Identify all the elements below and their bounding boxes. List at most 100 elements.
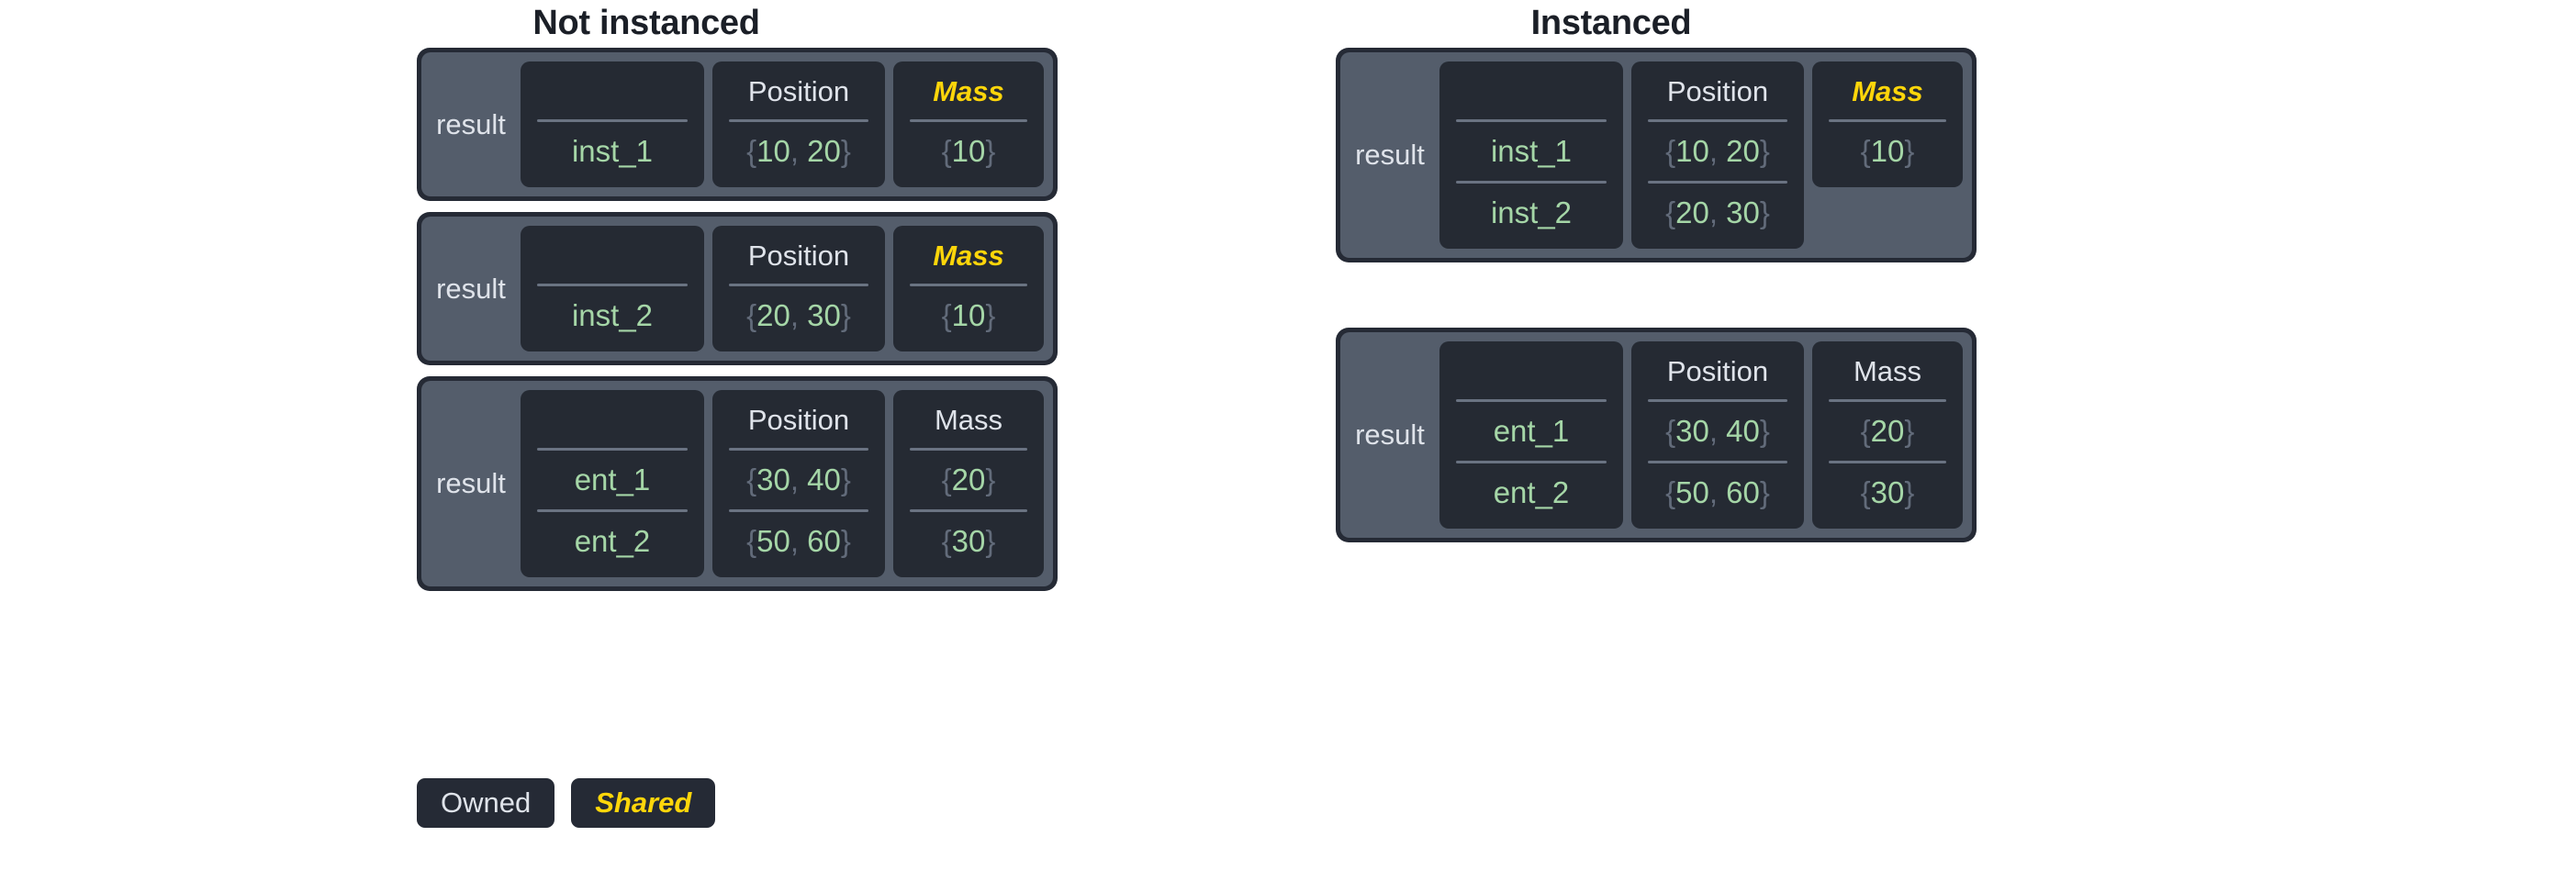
table-cell: {20, 30} <box>1665 195 1770 229</box>
table-cell: ent_1 <box>574 463 651 496</box>
entity-table: result inst_1 inst_2 Position {10, 20} {20, … <box>1336 48 1977 262</box>
row-divider <box>1648 181 1787 184</box>
row-divider <box>910 119 1027 122</box>
column-header <box>1452 351 1610 393</box>
row-divider <box>729 119 868 122</box>
table-columns: inst_1 Position {10, 20} Mass {10} <box>521 52 1053 196</box>
row-divider <box>537 448 688 451</box>
table-columns: inst_2 Position {20, 30} Mass {10} <box>521 217 1053 361</box>
row-divider <box>1456 181 1607 184</box>
row-divider <box>1648 119 1787 122</box>
row-divider <box>729 509 868 512</box>
column-header: Position <box>747 240 850 272</box>
table-cell: ent_1 <box>1493 414 1570 448</box>
table-column: Position {10, 20} <box>712 61 885 187</box>
table-row-label: result <box>436 107 506 140</box>
table-cell: {50, 60} <box>1665 475 1770 509</box>
column-header: Mass <box>933 75 1004 107</box>
not-instanced-title: Not instanced <box>532 4 760 42</box>
legend-chip-owned: Owned <box>417 778 555 828</box>
table-columns: inst_1 inst_2 Position {10, 20} {20, 30} Mass… <box>1439 52 1972 258</box>
table-cell: {30} <box>941 524 996 558</box>
table-column: Mass {10} <box>893 61 1044 187</box>
row-divider <box>537 509 688 512</box>
table-cell: {20} <box>1860 414 1915 448</box>
table-cell: {20} <box>941 463 996 496</box>
column-header: Mass <box>933 240 1004 272</box>
column-header <box>1452 71 1610 113</box>
table-column: Position {10, 20} {20, 30} <box>1631 61 1804 249</box>
table-cell: inst_2 <box>571 298 654 332</box>
table-row-label: result <box>436 467 506 499</box>
table-cell: inst_1 <box>571 134 654 168</box>
table-cell: {10} <box>941 134 996 168</box>
entity-table-panel: result inst_1 inst_2 Position {10, 20} {20, … <box>1340 52 1972 258</box>
column-header: Mass <box>934 404 1003 436</box>
table-cell: ent_2 <box>1493 475 1570 509</box>
row-divider <box>1829 119 1946 122</box>
table-column: Mass {10} <box>893 226 1044 351</box>
table-column: Position {20, 30} <box>712 226 885 351</box>
row-divider <box>1456 461 1607 463</box>
legend: Owned Shared <box>417 778 716 828</box>
table-row-label: result <box>1355 418 1425 451</box>
table-column: Position{30, 40}{50, 60} <box>712 390 885 577</box>
column-header <box>533 71 691 113</box>
table-column: inst_1 inst_2 <box>1439 61 1623 249</box>
table-column: inst_2 <box>521 226 704 351</box>
table-cell: {30, 40} <box>746 463 851 496</box>
table-row-label: result <box>1355 139 1425 171</box>
column-header: Position <box>747 75 850 107</box>
row-divider <box>1829 461 1946 463</box>
entity-table-panel: result inst_1 Position {10, 20} Mass {10} <box>421 52 1053 196</box>
row-divider <box>1456 399 1607 402</box>
table-cell: {10, 20} <box>1665 134 1770 168</box>
row-divider <box>1648 461 1787 463</box>
entity-table: result inst_1 Position {10, 20} Mass {10} <box>417 48 1058 201</box>
table-cell: {50, 60} <box>746 524 851 558</box>
row-divider <box>729 284 868 286</box>
table-column: Mass {20} {30} <box>893 390 1044 577</box>
instanced-title: Instanced <box>1530 4 1692 42</box>
table-cell: {10, 20} <box>746 134 851 168</box>
column-header <box>533 399 691 441</box>
table-column: ent_1 ent_2 <box>1439 341 1623 529</box>
row-divider <box>910 509 1027 512</box>
column-header: Mass <box>1853 355 1922 387</box>
table-column: Mass{10} <box>1812 61 1963 187</box>
table-cell: {10} <box>941 298 996 332</box>
table-cell: {20, 30} <box>746 298 851 332</box>
table-cell: inst_2 <box>1490 195 1573 229</box>
row-divider <box>1829 399 1946 402</box>
entity-table-panel: result inst_2 Position {20, 30} Mass {10} <box>421 217 1053 361</box>
row-divider <box>910 448 1027 451</box>
legend-chip-shared: Shared <box>571 778 716 828</box>
row-divider <box>910 284 1027 286</box>
entity-table: result inst_2 Position {20, 30} Mass {10} <box>417 212 1058 365</box>
table-column: ent_1 ent_2 <box>521 390 704 577</box>
table-column: Position{30, 40}{50, 60} <box>1631 341 1804 529</box>
row-divider <box>729 448 868 451</box>
table-row-label: result <box>436 272 506 305</box>
row-divider <box>1648 399 1787 402</box>
table-column: inst_1 <box>521 61 704 187</box>
column-header: Mass <box>1852 75 1923 107</box>
table-cell: inst_1 <box>1490 134 1573 168</box>
column-header <box>533 235 691 277</box>
row-divider <box>537 284 688 286</box>
column-header: Position <box>1666 75 1769 107</box>
instanced-tables: result inst_1 inst_2 Position {10, 20} {20, … <box>1336 48 2217 553</box>
table-column: Mass{20}{30} <box>1812 341 1963 529</box>
table-cell: {30, 40} <box>1665 414 1770 448</box>
row-divider <box>1456 119 1607 122</box>
table-cell: ent_2 <box>574 524 651 558</box>
